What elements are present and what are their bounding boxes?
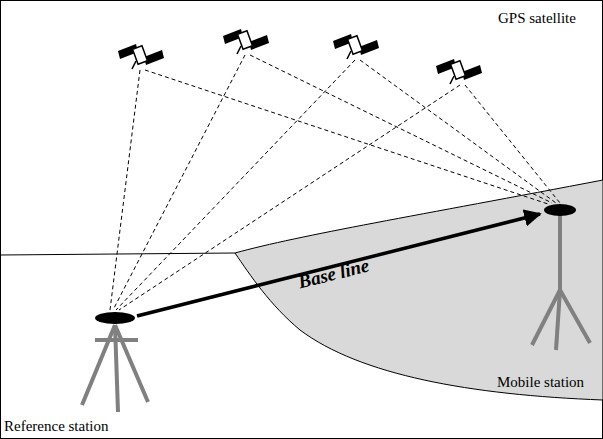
base-line-arrow [137,214,540,316]
mobile-antenna [544,204,576,216]
label: Reference station [4,418,109,435]
land-area [235,180,603,400]
signal-lines [110,55,560,310]
reference-tripod [82,325,148,412]
gps-satellites [118,29,482,84]
mobile-tripod [532,215,590,350]
label: Mobile station [497,374,584,391]
label: GPS satellite [498,10,576,27]
reference-antenna [95,312,135,324]
